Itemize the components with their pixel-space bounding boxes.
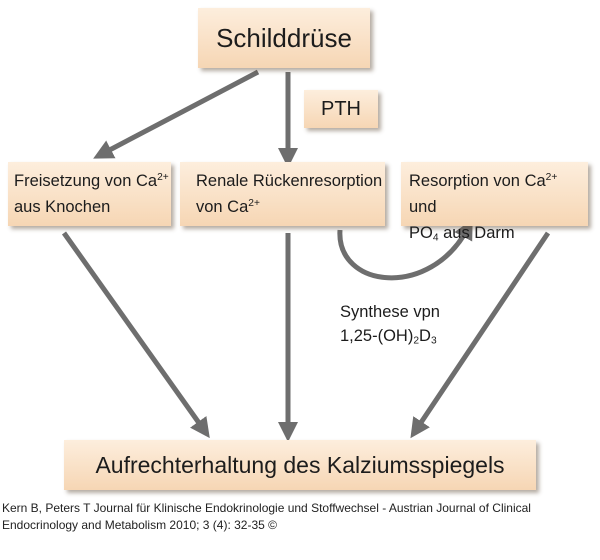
intestinal-resorption-line2: PO4 aus Darm [409, 224, 515, 244]
renal-resorption-line2: von Ca2+ [196, 197, 260, 216]
arrow-top-to-left [93, 69, 260, 159]
intestinal-resorption-box: Resorption von Ca2+ und PO4 aus Darm [401, 162, 588, 243]
renal-resorption-box: Renale Rückenresorption von Ca2+ [180, 162, 385, 226]
bone-release-line2: aus Knochen [14, 198, 111, 216]
arrow-left-to-bottom [61, 231, 210, 439]
citation-line1: Kern B, Peters T Journal für Klinische E… [2, 501, 531, 515]
intestinal-resorption-line1: Resorption von Ca2+ und [409, 171, 558, 216]
synthesis-line2: 1,25-(OH)2D3 [340, 327, 437, 347]
synthesis-line1: Synthese vpn [340, 303, 440, 321]
synthesis-annotation: Synthese vpn 1,25-(OH)2D3 [340, 300, 440, 348]
pth-box: PTH [304, 90, 378, 128]
bone-release-box: Freisetzung von Ca2+ aus Knochen [8, 162, 171, 226]
bone-release-line1: Freisetzung von Ca2+ [14, 171, 169, 190]
arrow-right-to-bottom [410, 231, 551, 439]
citation: Kern B, Peters T Journal für Klinische E… [2, 500, 598, 534]
renal-resorption-line1: Renale Rückenresorption [196, 172, 383, 190]
pth-label: PTH [321, 97, 361, 120]
calcium-level-label: Aufrechterhaltung des Kalziumsspiegels [95, 451, 505, 478]
calcium-level-box: Aufrechterhaltung des Kalziumsspiegels [64, 440, 536, 490]
arrow-synthesis-curve [337, 219, 473, 281]
thyroid-label: Schilddrüse [216, 22, 352, 53]
citation-line2: Endocrinology and Metabolism 2010; 3 (4)… [2, 518, 277, 532]
thyroid-box: Schilddrüse [198, 8, 370, 68]
